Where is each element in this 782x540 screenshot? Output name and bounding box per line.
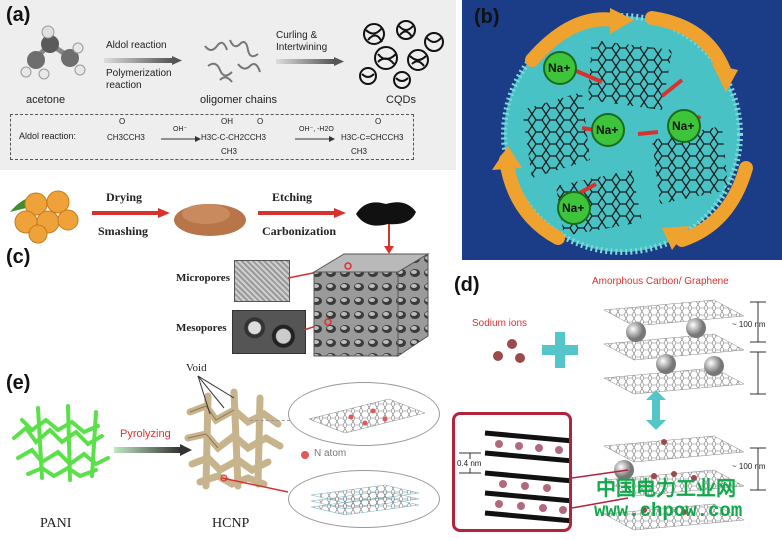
panel-b-label: (b) xyxy=(474,6,500,28)
chem-oh-top: OH xyxy=(221,117,233,126)
arrow-down xyxy=(384,224,394,254)
n-doped-sheet-inset xyxy=(288,382,440,446)
inset-connector xyxy=(571,469,629,509)
reaction-arrow-2 xyxy=(295,136,335,142)
reaction-arrow-1 xyxy=(161,136,201,142)
spacing-bottom-label: ~ 100 nm xyxy=(732,462,766,471)
spacing-top-label: ~ 100 nm xyxy=(732,320,766,329)
inset-connector-bottom xyxy=(220,474,289,493)
chem-o-3: O xyxy=(375,117,382,126)
cond-oh: OH⁻ xyxy=(173,126,188,133)
cqd-particles xyxy=(359,20,444,89)
aldol-step-line3: reaction xyxy=(106,80,142,91)
chem-o-1: O xyxy=(119,117,126,126)
curling-line1: Curling & xyxy=(276,30,318,41)
cond-dehydration: OH⁻, -H2O xyxy=(299,126,334,133)
chem-final-product: H3C-C=CHCCH3 xyxy=(341,133,404,142)
micropores-label: Micropores xyxy=(176,272,230,284)
panel-e-label: (e) xyxy=(6,372,31,394)
void-pointers xyxy=(197,375,235,415)
watermark-url: www.chpow.com xyxy=(594,500,743,522)
graphene-stack-top xyxy=(603,299,745,395)
spacing-brackets-top xyxy=(750,301,766,395)
na-ion-1: Na+ xyxy=(548,61,571,75)
plus-sign xyxy=(542,332,578,368)
graphene-stack-bottom xyxy=(603,435,745,531)
drying-label: Drying xyxy=(106,190,142,204)
smashing-label: Smashing xyxy=(98,224,149,238)
mesopores-label: Mesopores xyxy=(176,322,227,334)
cqds-label: CQDs xyxy=(386,94,416,106)
panel-a: (a) acetone Aldol reaction Polymerizatio… xyxy=(0,0,456,170)
hcnp-label: HCNP xyxy=(212,516,250,531)
aldol-step-line2: Polymerization xyxy=(106,68,172,79)
mesopores-image xyxy=(232,310,306,354)
chem-aldol-product: H3C-C-CH2CCH3 xyxy=(201,133,266,142)
stacked-sheets xyxy=(310,484,420,516)
oligomer-label: oligomer chains xyxy=(200,94,278,106)
aldol-reaction-title: Aldol reaction: xyxy=(19,131,77,141)
carbonization-label: Carbonization xyxy=(262,224,337,238)
interlayer-sheets xyxy=(459,430,569,524)
panel-d: (d) Amorphous Carbon/ Graphene Sodium io… xyxy=(448,262,782,540)
arrow-etching xyxy=(258,208,346,218)
porous-cube xyxy=(312,253,430,357)
pani-label: PANI xyxy=(40,516,72,531)
panel-b: (b) xyxy=(462,0,782,260)
chem-final-ch3: CH3 xyxy=(351,147,368,156)
pani-network xyxy=(12,404,110,482)
sodium-ion-dots xyxy=(493,339,525,363)
arrow-drying xyxy=(92,208,170,218)
stacked-sheet-inset xyxy=(288,470,440,528)
amorphous-title: Amorphous Carbon/ Graphene xyxy=(592,276,729,287)
acetone-molecule xyxy=(20,25,86,80)
inset-connector-top xyxy=(250,420,290,421)
acetone-label: acetone xyxy=(26,94,66,106)
aldol-step-line1: Aldol reaction xyxy=(106,40,167,51)
panel-c: Drying Smashing Etching Carbonization (c… xyxy=(0,172,456,357)
arrow-pyrolyzing xyxy=(114,444,192,456)
n-doped-sheet xyxy=(308,398,426,434)
n-atom-marker xyxy=(301,451,309,459)
micropores-image xyxy=(234,260,290,302)
panel-a-label: (a) xyxy=(6,4,31,26)
spacing-brackets-bottom xyxy=(750,447,766,491)
curling-line2: Intertwining xyxy=(276,42,328,53)
na-ion-2: Na+ xyxy=(596,123,619,137)
na-ion-3: Na+ xyxy=(672,119,695,133)
arrow-2 xyxy=(276,57,344,66)
panel-d-label: (d) xyxy=(454,274,480,296)
aldol-reaction-box: Aldol reaction: O CH3CCH3 OH⁻ OH O H3C-C… xyxy=(10,114,414,160)
carbon-particle xyxy=(492,8,753,255)
chem-ch3-bottom: CH3 xyxy=(221,147,238,156)
watermark-cn: 中国电力工业网 xyxy=(596,478,736,500)
longan-fruit xyxy=(10,190,79,244)
carbon-powder xyxy=(356,202,416,226)
double-arrow xyxy=(646,390,666,430)
sodium-ions-label: Sodium ions xyxy=(472,318,528,329)
panel-c-label: (c) xyxy=(6,246,31,268)
na-ion-4: Na+ xyxy=(562,201,585,215)
pyrolyzing-label: Pyrolyzing xyxy=(120,428,171,440)
arrow-1 xyxy=(104,56,182,65)
interlayer-label: 0.4 nm xyxy=(457,459,482,468)
chem-acetone: CH3CCH3 xyxy=(107,133,145,142)
oligomer-chains xyxy=(204,39,261,83)
interlayer-inset: 0.4 nm xyxy=(452,412,572,532)
void-label: Void xyxy=(186,362,207,374)
panel-e: (e) PANI Pyrolyzing Void HCNP xyxy=(0,358,446,540)
etching-label: Etching xyxy=(272,190,313,204)
chem-o-2: O xyxy=(257,117,264,126)
hcnp-network xyxy=(184,388,284,490)
powder-pile xyxy=(174,204,246,236)
n-atom-label: N atom xyxy=(314,448,347,459)
